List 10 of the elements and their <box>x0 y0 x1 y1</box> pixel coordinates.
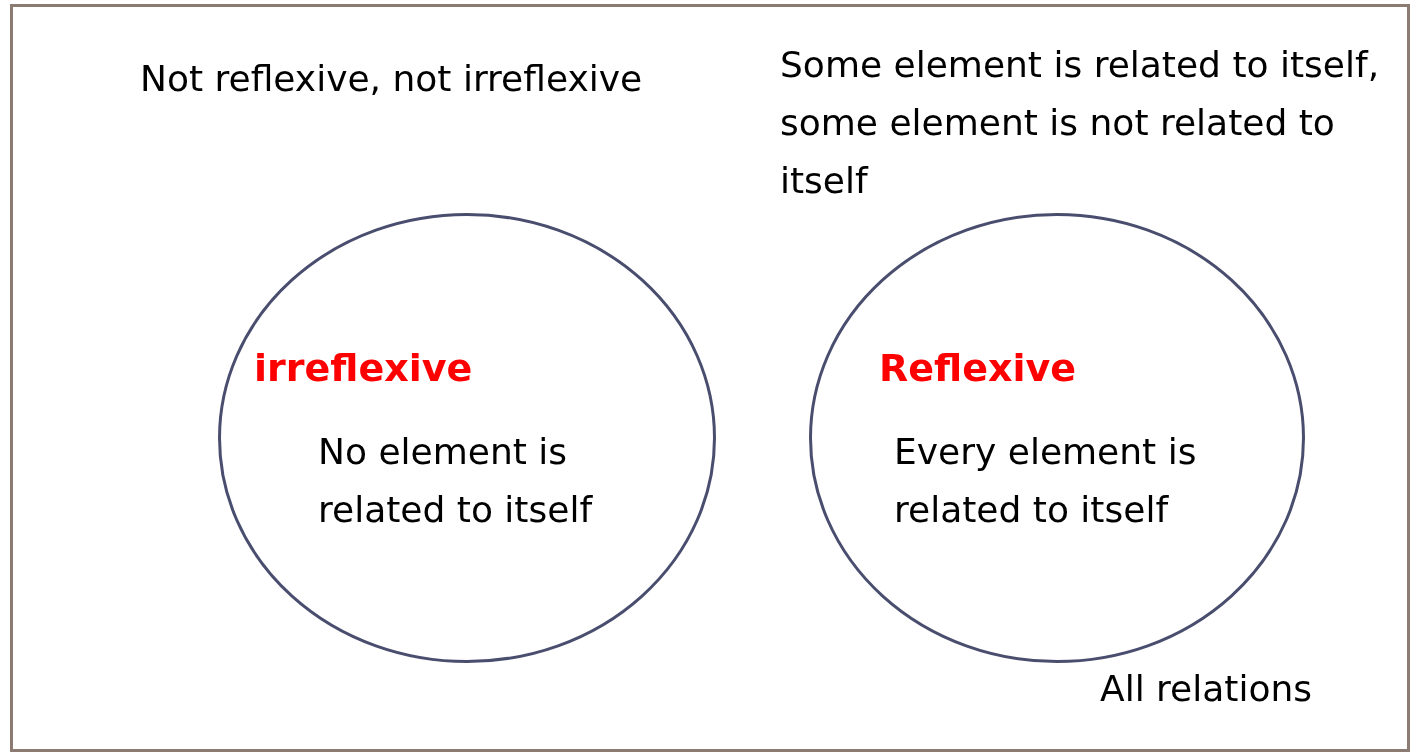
outer-box <box>10 4 1410 752</box>
set-circle <box>218 213 716 663</box>
set-description: Every element is related to itself <box>894 430 1198 532</box>
set-description: No element is related to itself <box>318 430 594 532</box>
description-text: Some element is related to itself, some element is not related to itself <box>780 43 1381 203</box>
set-title: irreflexive <box>254 345 474 392</box>
set-circle <box>809 213 1305 663</box>
set-title: Reflexive <box>879 345 1078 392</box>
set-label: All relations <box>1100 667 1313 711</box>
region-label: Not reflexive, not irreflexive <box>140 57 644 101</box>
